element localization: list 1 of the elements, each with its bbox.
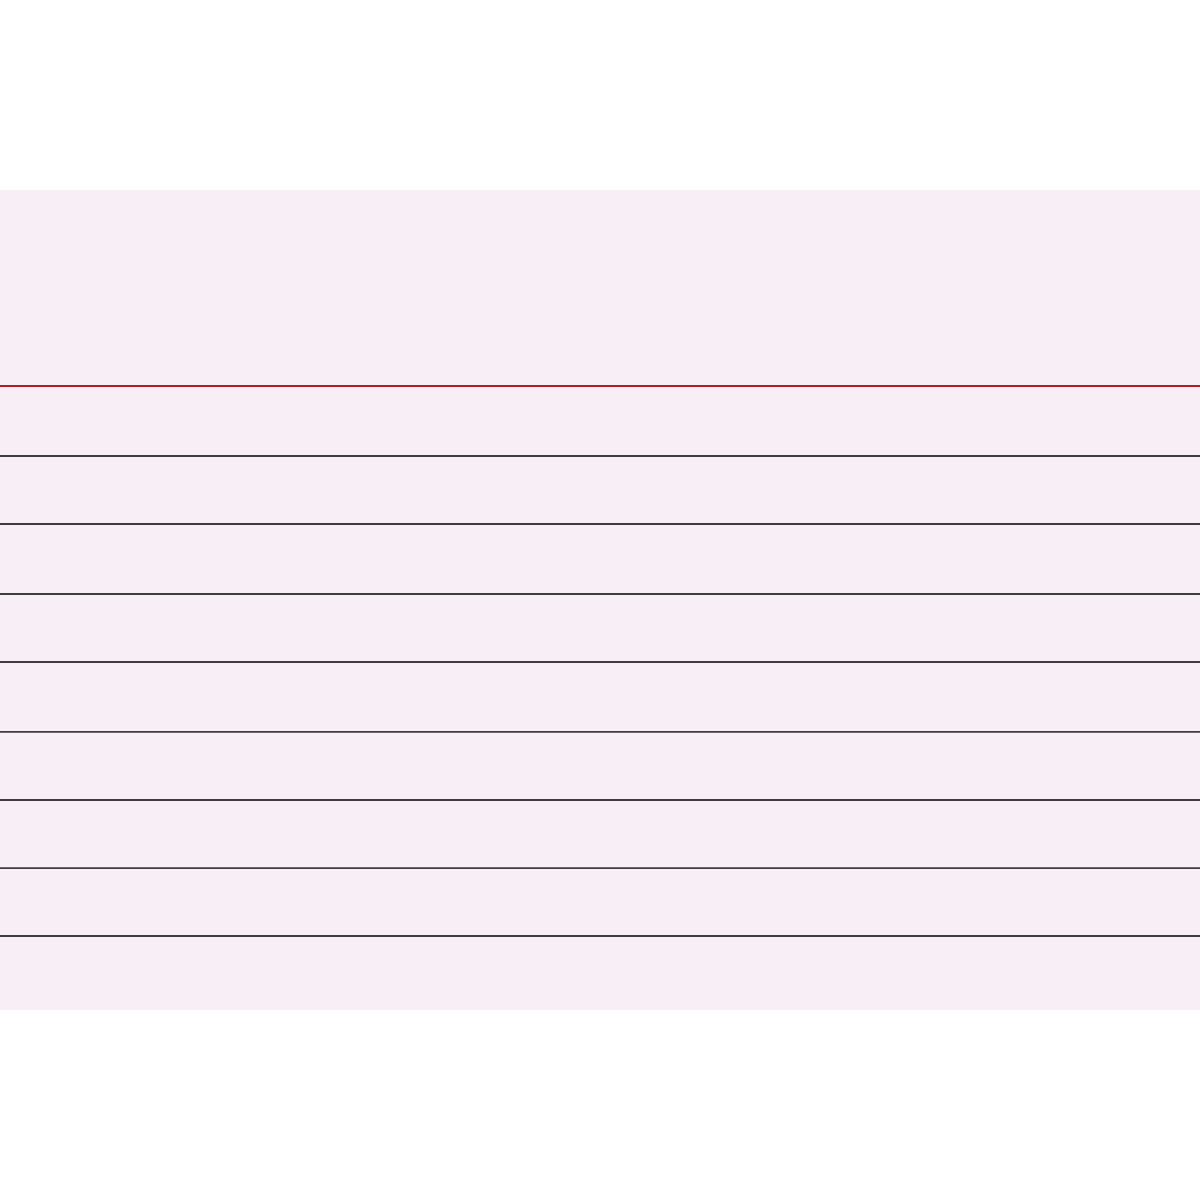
index-card (0, 190, 1200, 1010)
